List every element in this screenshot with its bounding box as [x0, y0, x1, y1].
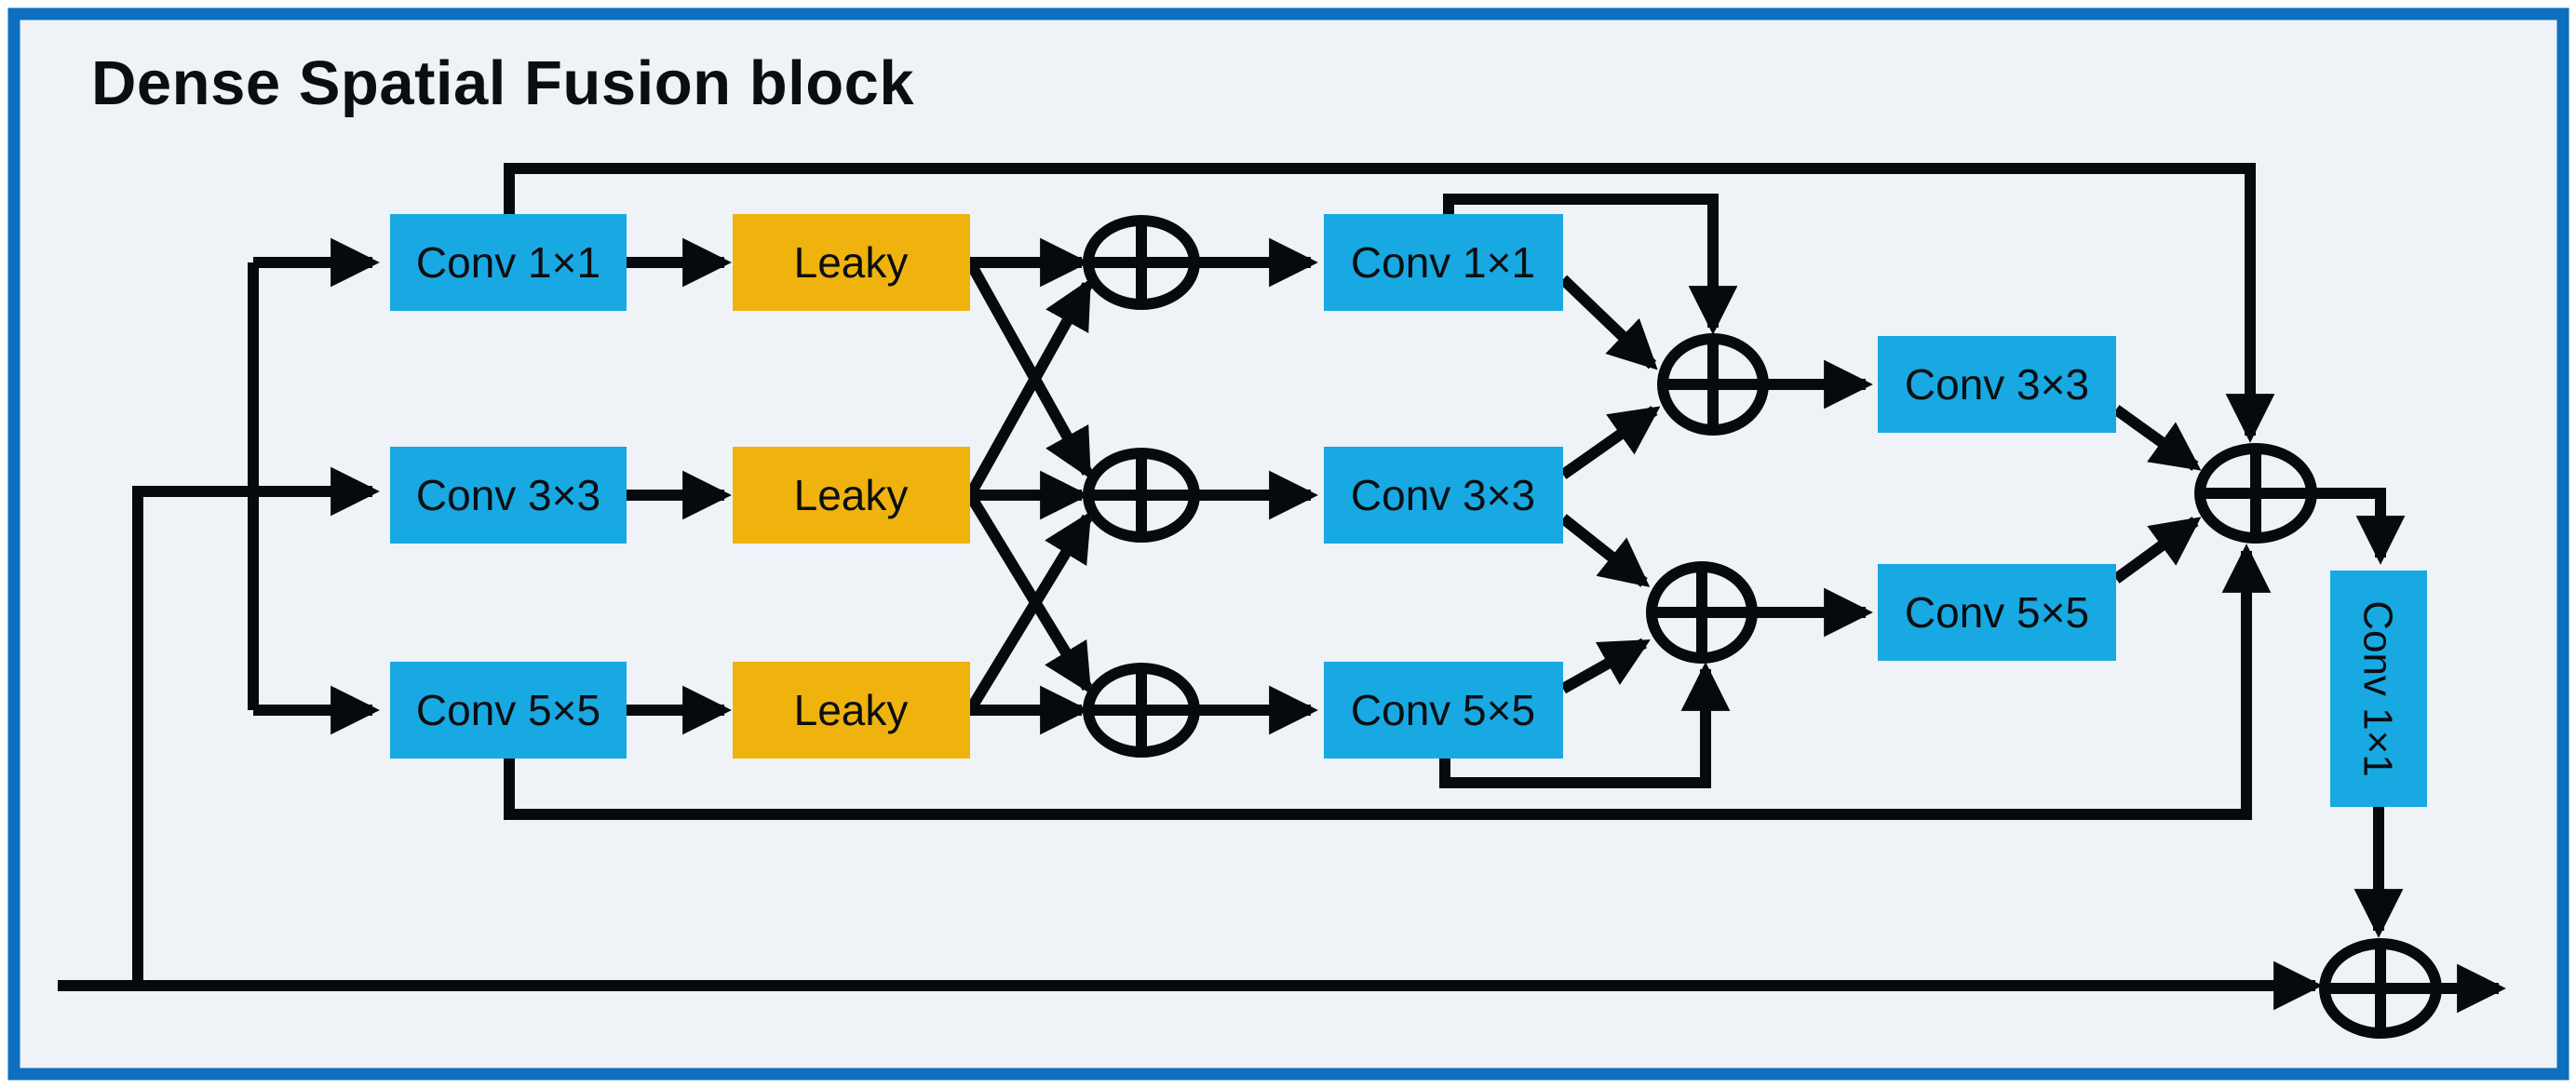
branch2-fusion-conv-label: Conv 3×3 [1351, 471, 1535, 519]
aggconv5x5-to-final-add-arrow [2112, 517, 2202, 584]
mid-add-nodes [1646, 333, 1769, 664]
branch1-leaky-box [733, 214, 970, 311]
branch1-fusion-conv-box [1324, 214, 1563, 311]
fusionconv3-to-lower-add-arrow [1560, 638, 1651, 694]
output-conv-label: Conv 1×1 [2355, 600, 2401, 777]
aggregate-conv-column: Conv 3×3 Conv 5×5 [1878, 336, 2116, 661]
output-add-node [2319, 938, 2442, 1039]
plus-icon [2325, 944, 2436, 1033]
branch3-conv-label: Conv 5×5 [416, 686, 600, 734]
add-node-1 [1083, 215, 1200, 310]
skip-bottom-line-arrow [504, 544, 2272, 820]
leaky3-to-add2-arrow [964, 511, 1093, 714]
branch1-fusion-conv-label: Conv 1×1 [1351, 238, 1535, 287]
diagram-background [14, 14, 2563, 1074]
add-node-2 [1083, 448, 1200, 543]
skip-top-line-arrow [504, 163, 2275, 443]
branch-conv-column: Conv 1×1 Conv 3×3 Conv 5×5 [390, 214, 627, 759]
add-node-3 [1083, 663, 1200, 758]
branch2-leaky-label: Leaky [794, 471, 909, 519]
branch1-conv-label: Conv 1×1 [416, 238, 600, 287]
fusionconv1-to-upper-add-arrow [1558, 275, 1658, 370]
branch3-leaky-box [733, 662, 970, 759]
aggconv3x3-to-final-add-arrow [2112, 405, 2202, 471]
fusionconv1-top-bracket-arrow [1443, 194, 1738, 335]
add-node-column [1083, 215, 1200, 758]
aggregate-conv5x5-label: Conv 5×5 [1905, 588, 2089, 637]
input-riser-branch2-arrow [132, 466, 380, 986]
plus-icon [2200, 449, 2312, 538]
aggregate-conv3x3-box [1878, 336, 2116, 433]
fusion-conv-column: Conv 1×1 Conv 3×3 Conv 5×5 [1324, 214, 1563, 759]
output-conv-box [2330, 571, 2427, 807]
page-title: Dense Spatial Fusion block [91, 48, 914, 118]
branch2-conv-label: Conv 3×3 [416, 471, 600, 519]
fusionconv2-to-upper-add-arrow [1559, 406, 1661, 479]
fusionconv2-to-lower-add-arrow [1559, 514, 1651, 587]
plus-icon [1652, 567, 1752, 658]
plus-icon [1088, 668, 1194, 752]
fusionconv3-bottom-bracket-arrow [1439, 662, 1731, 788]
final-add-node [2194, 443, 2317, 544]
leaky2-to-add1-arrow [964, 278, 1093, 498]
branch3-fusion-conv-label: Conv 5×5 [1351, 686, 1535, 734]
branch2-leaky-box [733, 447, 970, 544]
final-add-to-output-conv-arrow [2312, 488, 2406, 565]
lower-add-node [1646, 561, 1758, 664]
branch1-leaky-label: Leaky [794, 238, 909, 287]
leaky2-to-add3-arrow [964, 491, 1093, 694]
branch3-conv-box [390, 662, 627, 759]
diagram-frame [7, 7, 2569, 1081]
branch1-conv-box [390, 214, 627, 311]
leaky1-to-add2-arrow [964, 260, 1093, 479]
plus-icon [1663, 339, 1763, 430]
aggregate-conv3x3-label: Conv 3×3 [1905, 360, 2089, 409]
connectors [58, 163, 2506, 1014]
output-conv: Conv 1×1 [2330, 571, 2427, 807]
aggregate-conv5x5-box [1878, 564, 2116, 661]
plus-icon [1088, 221, 1194, 304]
branch3-leaky-label: Leaky [794, 686, 909, 734]
branch2-fusion-conv-box [1324, 447, 1563, 544]
branch2-conv-box [390, 447, 627, 544]
leaky-activation-column: Leaky Leaky Leaky [733, 214, 970, 759]
plus-icon [1088, 453, 1194, 537]
branch3-fusion-conv-box [1324, 662, 1563, 759]
upper-add-node [1657, 333, 1769, 436]
